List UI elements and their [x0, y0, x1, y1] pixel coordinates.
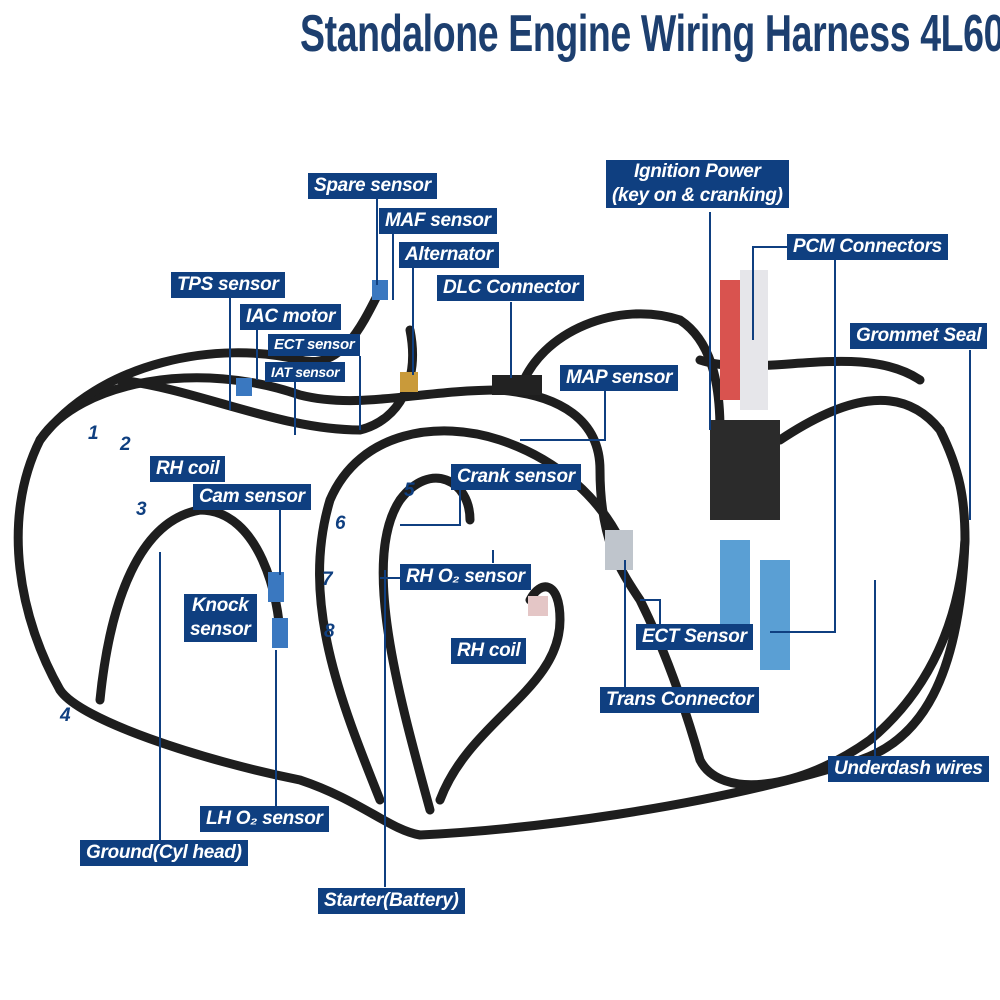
tps-connector — [236, 378, 252, 396]
label-dlc-connector: DLC Connector — [437, 275, 585, 301]
label-iat-sensor: IAT sensor — [265, 362, 346, 382]
spare-connector — [372, 280, 388, 300]
label-ignition-power-line2: (key on & cranking) — [612, 185, 783, 206]
label-maf-sensor: MAF sensor — [379, 208, 497, 234]
right-wire — [775, 395, 970, 545]
label-alternator: Alternator — [399, 242, 499, 268]
coil-number-8: 8 — [324, 621, 335, 642]
coil-number-7: 7 — [322, 569, 333, 590]
coil-number-3: 3 — [136, 499, 147, 520]
label-rh-coil-right: RH coil — [451, 638, 527, 664]
label-ground-cyl-head: Ground(Cyl head) — [80, 840, 248, 866]
label-pcm-connectors: PCM Connectors — [787, 234, 948, 260]
label-ect-sensor-right: ECT Sensor — [636, 624, 753, 650]
cam-connector — [268, 572, 284, 602]
dlc-connector-plug — [492, 375, 542, 395]
rh-coil-connector — [528, 596, 548, 616]
label-spare-sensor: Spare sensor — [308, 173, 437, 199]
label-map-sensor: MAP sensor — [560, 365, 679, 391]
upper-arc-wire — [515, 309, 725, 435]
coil-number-4: 4 — [60, 705, 71, 726]
label-underdash-wires: Underdash wires — [828, 756, 989, 782]
leader-lines — [159, 199, 971, 887]
center-wire-3 — [435, 582, 565, 805]
label-cam-sensor: Cam sensor — [193, 484, 311, 510]
label-ignition-power-line1: Ignition Power — [633, 161, 761, 182]
pcm-blue-connector-2 — [760, 560, 790, 670]
label-knock-sensor-line1: Knock — [191, 595, 249, 616]
label-lh-o2-sensor: LH O₂ sensor — [200, 806, 329, 832]
knock-connector — [272, 618, 288, 648]
label-rh-coil-left: RH coil — [150, 456, 226, 482]
pcm-red-connector — [720, 280, 742, 400]
coil-number-2: 2 — [120, 434, 131, 455]
label-iac-motor: IAC motor — [240, 304, 342, 330]
bottom-loop-wire — [55, 535, 970, 840]
label-tps-sensor: TPS sensor — [171, 272, 285, 298]
alternator-connector — [400, 372, 418, 392]
label-crank-sensor: Crank sensor — [451, 464, 581, 490]
coil-number-1: 1 — [88, 423, 99, 444]
label-knock-sensor: Knock sensor — [184, 594, 257, 642]
label-trans-connector: Trans Connector — [600, 687, 760, 713]
fuse-relay-block — [710, 420, 780, 520]
label-knock-sensor-line2: sensor — [190, 619, 251, 640]
label-grommet-seal: Grommet Seal — [850, 323, 988, 349]
label-ect-sensor-top: ECT sensor — [268, 334, 361, 356]
trans-connector-plug — [605, 530, 633, 570]
label-starter-battery: Starter(Battery) — [318, 888, 465, 914]
label-ignition-power: Ignition Power (key on & cranking) — [606, 160, 789, 208]
coil-number-6: 6 — [335, 513, 346, 534]
coil-number-5: 5 — [404, 480, 415, 501]
label-rh-o2-sensor: RH O₂ sensor — [400, 564, 531, 590]
